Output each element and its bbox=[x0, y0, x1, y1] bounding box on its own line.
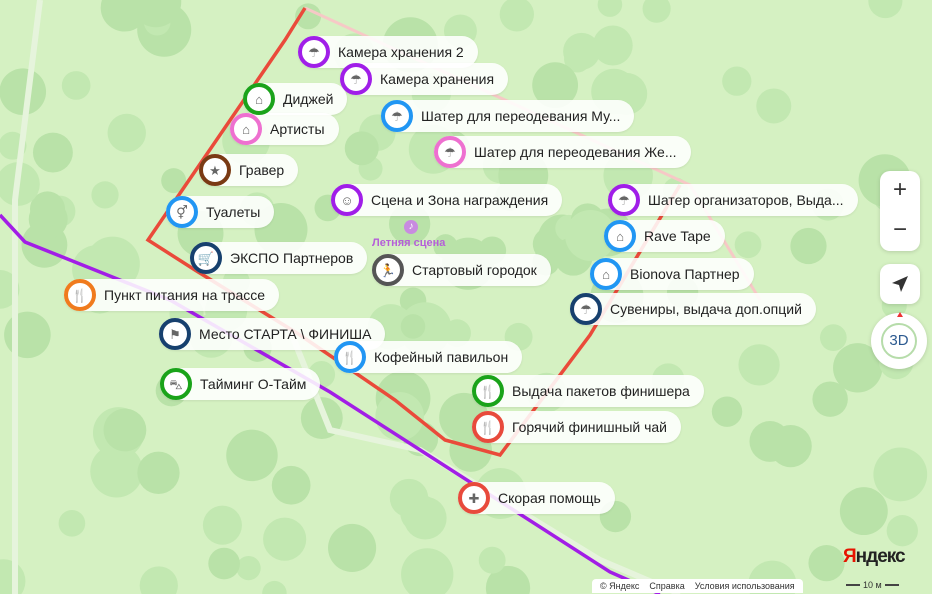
footpath bbox=[12, 0, 43, 594]
umbrella-icon[interactable]: ☂ bbox=[298, 36, 330, 68]
building-icon[interactable]: ⌂ bbox=[590, 258, 622, 290]
copyright-link[interactable]: © Яндекс bbox=[600, 581, 640, 591]
map-footer: © Яндекс Справка Условия использования bbox=[592, 579, 803, 593]
cart-icon[interactable]: 🛒 bbox=[190, 242, 222, 274]
building-icon[interactable]: ⌂ bbox=[604, 220, 636, 252]
tree bbox=[532, 62, 579, 109]
tree bbox=[734, 231, 762, 259]
tree bbox=[564, 45, 591, 73]
marker-label[interactable]: Пункт питания на трассе bbox=[64, 279, 280, 311]
umbrella-icon[interactable]: ☂ bbox=[434, 136, 466, 168]
marker-label[interactable]: Шатер для переодевания Же... bbox=[434, 136, 691, 168]
tree bbox=[565, 209, 616, 261]
marker-label[interactable]: Сувениры, выдача доп.опций bbox=[570, 293, 816, 325]
tree bbox=[61, 71, 91, 100]
marker-label[interactable]: Шатер организаторов, Выда... bbox=[608, 184, 858, 216]
location-arrow-icon bbox=[892, 276, 908, 292]
tree bbox=[597, 0, 623, 17]
music-icon[interactable]: ♪ bbox=[404, 220, 418, 234]
tree bbox=[263, 517, 307, 561]
car-icon[interactable]: ⛍ bbox=[160, 368, 192, 400]
star-icon[interactable]: ★ bbox=[199, 154, 231, 186]
umbrella-icon[interactable]: ☂ bbox=[608, 184, 640, 216]
tree bbox=[400, 314, 426, 339]
tree bbox=[103, 408, 147, 452]
tree bbox=[592, 25, 633, 66]
compass-3d-button[interactable]: 3D bbox=[871, 312, 927, 369]
tree bbox=[819, 324, 847, 352]
zoom-in-button[interactable]: + bbox=[892, 176, 907, 203]
tree bbox=[401, 548, 454, 594]
flag-icon[interactable]: ⚑ bbox=[159, 318, 191, 350]
tree bbox=[236, 556, 261, 581]
tree bbox=[58, 510, 86, 537]
help-link[interactable]: Справка bbox=[649, 581, 685, 591]
tree bbox=[271, 465, 311, 505]
zoom-control: + − bbox=[880, 171, 920, 251]
tree bbox=[91, 181, 119, 209]
tree bbox=[400, 494, 439, 533]
tree bbox=[711, 396, 743, 427]
tree bbox=[295, 3, 322, 30]
cutlery-icon[interactable]: 🍴 bbox=[64, 279, 96, 311]
tree bbox=[202, 505, 242, 545]
toilet-icon[interactable]: ⚥ bbox=[166, 196, 198, 228]
tree bbox=[100, 0, 149, 32]
tree bbox=[478, 546, 506, 574]
tree bbox=[769, 424, 812, 468]
cutlery-icon[interactable]: 🍴 bbox=[472, 411, 504, 443]
zoom-out-button[interactable]: − bbox=[892, 216, 907, 243]
tree bbox=[107, 113, 146, 153]
geolocation-button[interactable] bbox=[880, 264, 920, 304]
tree bbox=[873, 447, 928, 502]
marker-label[interactable]: ЭКСПО Партнеров bbox=[190, 242, 368, 274]
cutlery-icon[interactable]: 🍴 bbox=[472, 375, 504, 407]
tree bbox=[344, 131, 379, 166]
tree bbox=[90, 444, 143, 498]
tree bbox=[32, 132, 73, 173]
terms-link[interactable]: Условия использования bbox=[694, 581, 795, 591]
tree bbox=[833, 343, 883, 393]
marker-label[interactable]: Шатер для переодевания Му... bbox=[381, 100, 635, 132]
marker-label[interactable]: Горячий финишный чай bbox=[472, 411, 681, 443]
umbrella-icon[interactable]: ☂ bbox=[340, 63, 372, 95]
tree bbox=[29, 191, 66, 227]
medical-cross-icon[interactable]: ✚ bbox=[458, 482, 490, 514]
tree bbox=[137, 451, 180, 494]
tree bbox=[328, 523, 377, 572]
tree bbox=[4, 311, 51, 359]
tree bbox=[839, 487, 888, 536]
umbrella-icon[interactable]: ☂ bbox=[381, 100, 413, 132]
tree bbox=[808, 544, 845, 582]
tree bbox=[868, 0, 903, 19]
umbrella-icon[interactable]: ☂ bbox=[570, 293, 602, 325]
tree bbox=[485, 565, 531, 594]
building-icon[interactable]: ⌂ bbox=[230, 113, 262, 145]
tree bbox=[756, 88, 792, 124]
house-icon[interactable]: ⌂ bbox=[243, 83, 275, 115]
poi-label[interactable]: Летняя сцена bbox=[372, 237, 446, 249]
marker-label[interactable]: Сцена и Зона награждения bbox=[331, 184, 563, 216]
tree bbox=[161, 168, 187, 194]
tree bbox=[790, 227, 827, 265]
tree bbox=[738, 344, 780, 386]
runner-icon[interactable]: 🏃 bbox=[372, 254, 404, 286]
cutlery-icon[interactable]: 🍴 bbox=[334, 341, 366, 373]
tree bbox=[812, 381, 848, 417]
tree bbox=[499, 0, 535, 32]
scale-bar: 10 м bbox=[846, 580, 899, 590]
tree bbox=[226, 429, 278, 482]
marker-label[interactable]: Выдача пакетов финишера bbox=[472, 375, 704, 407]
tree bbox=[0, 68, 47, 116]
tree bbox=[722, 66, 752, 96]
theater-mask-icon[interactable]: ☺ bbox=[331, 184, 363, 216]
yandex-logo[interactable]: Яндекс bbox=[843, 546, 906, 567]
tree bbox=[886, 515, 918, 547]
tree bbox=[139, 566, 178, 594]
tree bbox=[208, 547, 240, 580]
tree bbox=[642, 0, 671, 23]
tree bbox=[262, 580, 287, 594]
